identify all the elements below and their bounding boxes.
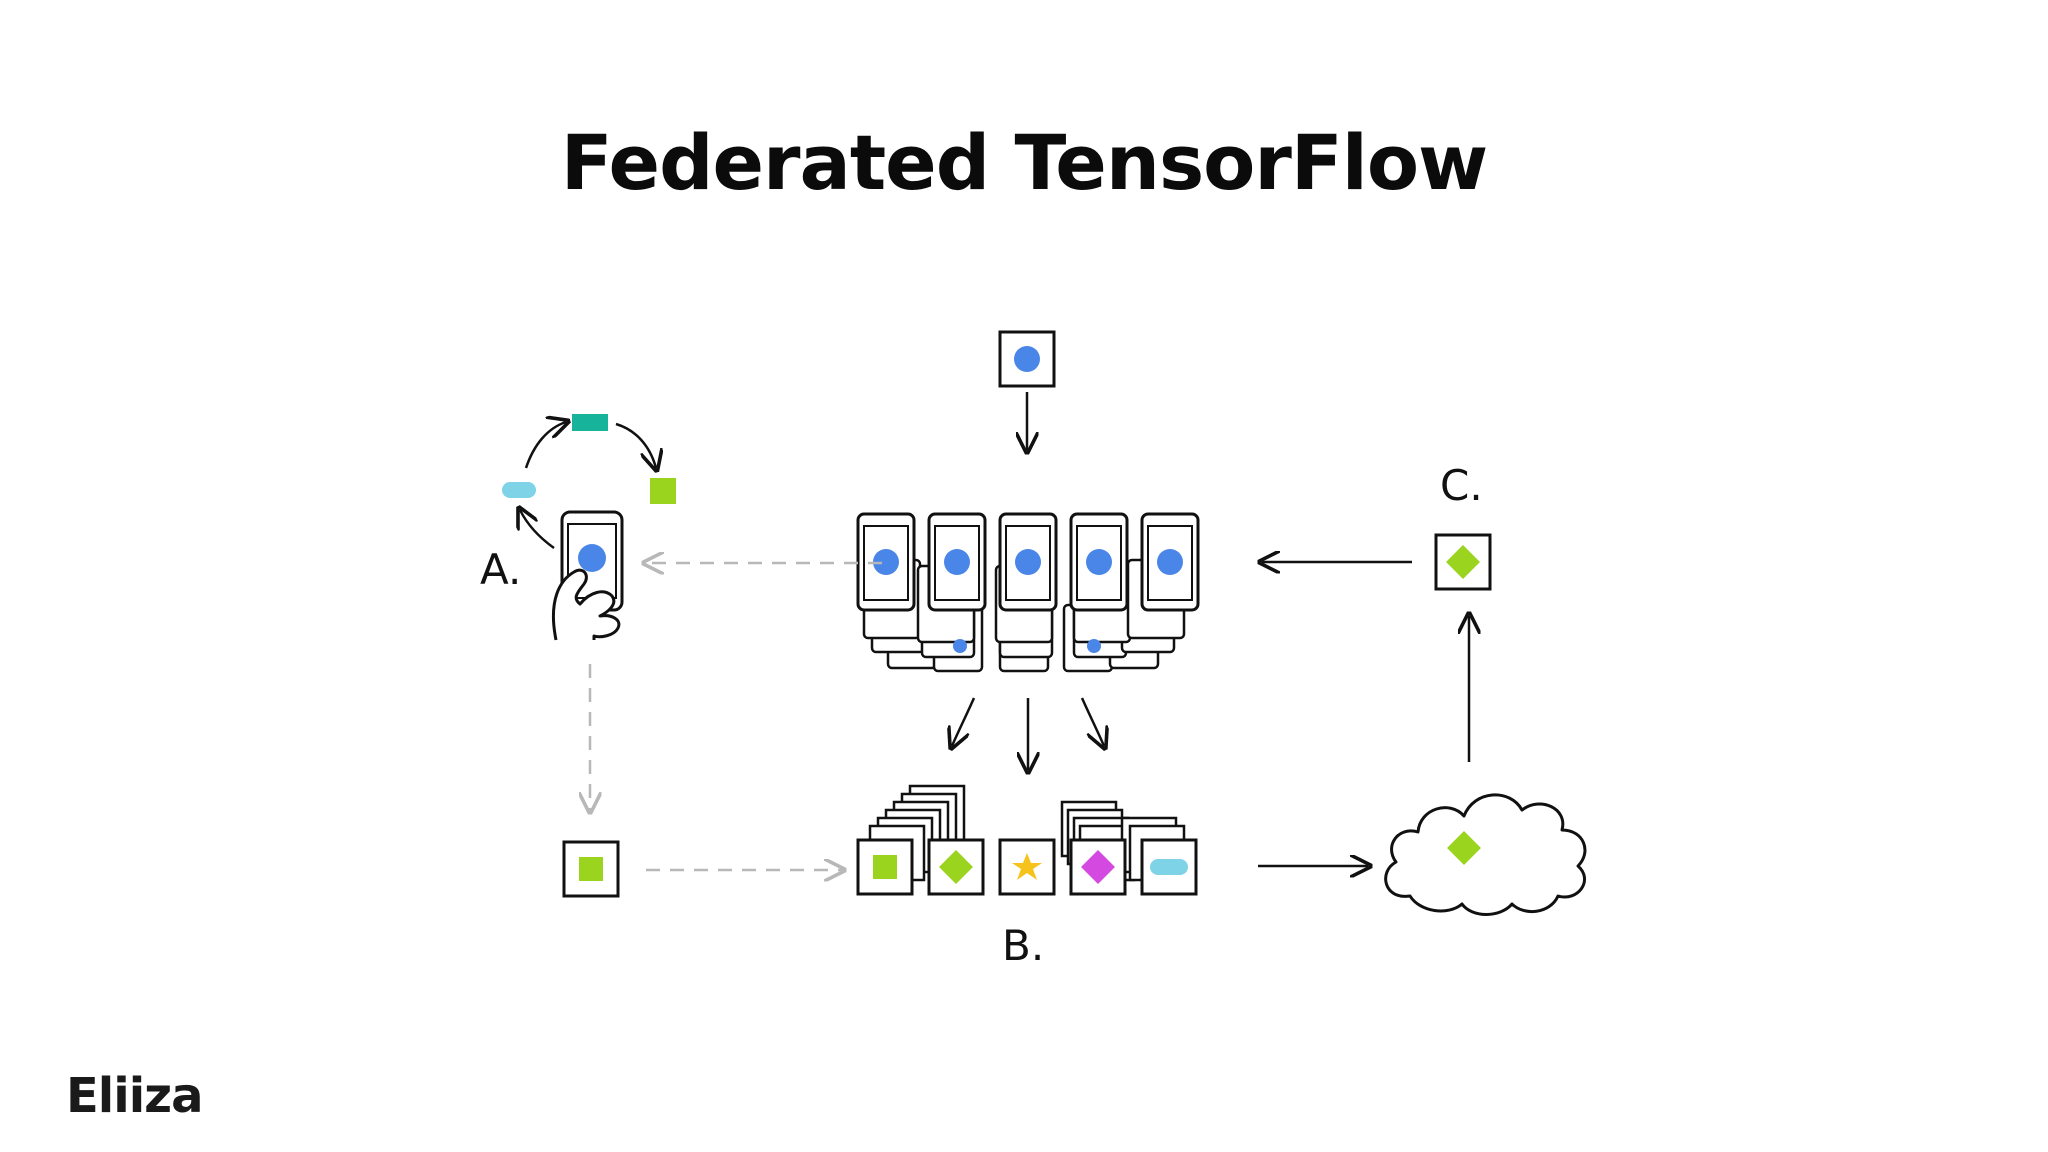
global-model-card-icon (998, 330, 1056, 388)
label-a: A. (480, 545, 521, 594)
improved-model-card-icon (1434, 533, 1492, 591)
local-update-cycle-icon (502, 414, 676, 550)
phone-fleet-icon (856, 512, 1200, 673)
brand-logo: Eliiza (66, 1068, 203, 1124)
label-b: B. (1002, 921, 1044, 970)
slide-title: Federated TensorFlow (560, 118, 1489, 207)
cloud-aggregator-icon (1384, 793, 1587, 916)
update-cards-icon (856, 784, 1198, 896)
arrows-fleet-to-cards (952, 697, 1104, 770)
local-update-card-icon (562, 840, 620, 898)
label-c: C. (1440, 461, 1483, 510)
hand-phone-icon (551, 510, 624, 641)
